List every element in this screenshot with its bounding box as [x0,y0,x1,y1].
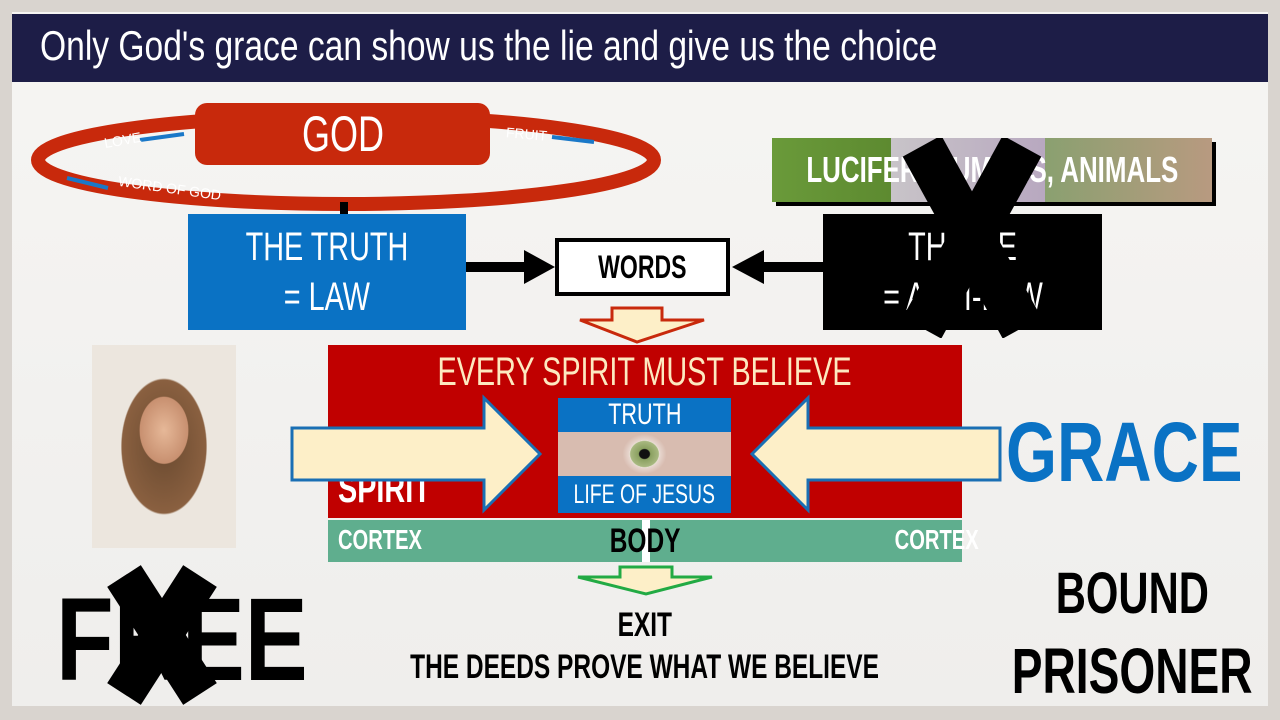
arrow-love-icon [139,132,185,142]
prisoner-label: PRISONER [1011,635,1253,706]
left-grace-arrow [290,394,543,514]
body-label: BODY [609,522,681,560]
slide: Only God's grace can show us the lie and… [12,12,1268,706]
right-grace-arrow [749,394,1002,514]
truth-line2: = LAW [283,275,371,319]
arrow-truth-to-words [466,250,555,284]
down-arrow-red [579,306,705,344]
arrow-lie-to-words [732,250,823,284]
truth-box: THE TRUTH = LAW [188,214,466,330]
spirit-heading: EVERY SPIRIT MUST BELIEVE [437,350,853,394]
words-box: WORDS [555,238,730,296]
cortex-right-label: CORTEX [894,524,979,555]
cross-out-x-icon [902,138,1042,338]
truth-label: TRUTH [607,398,682,431]
title-bar [12,14,1268,82]
arrow-word-icon [66,176,109,190]
exit-label: EXIT [617,606,673,644]
jesus-portrait [92,345,236,548]
truth-line1: THE TRUTH [245,225,409,269]
grace-label: GRACE [1006,405,1243,499]
life-of-jesus-label: LIFE OF JESUS [573,479,716,509]
arrow-fruit-icon [551,135,595,144]
grace-arrows [290,394,1002,596]
slide-title: Only God's grace can show us the lie and… [40,22,938,69]
deeds-label: THE DEEDS PROVE WHAT WE BELIEVE [410,648,880,686]
eye-image [558,432,731,476]
down-arrow-green [577,565,713,596]
free-cross-out-x-icon [107,565,217,705]
bound-label: BOUND [1055,561,1209,626]
cortex-left-label: CORTEX [338,524,423,555]
god-box: GOD [195,103,490,165]
